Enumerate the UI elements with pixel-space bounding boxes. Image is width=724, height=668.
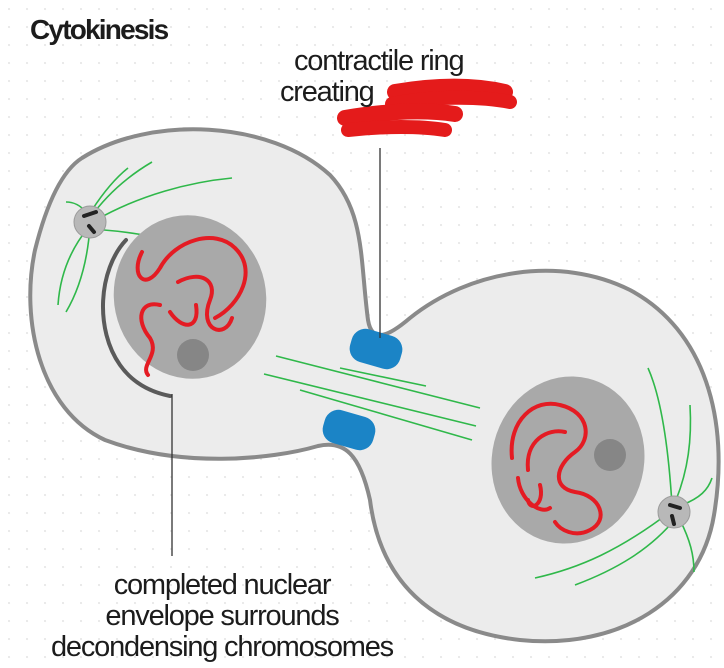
right-nucleolus: [594, 439, 626, 471]
left-nucleus: [100, 215, 267, 398]
dividing-cell: [28, 127, 721, 644]
nuclear-label-line3: decondensing chromosomes: [51, 631, 394, 663]
nuclear-label-line2: envelope surrounds: [105, 600, 339, 632]
right-centrosome: [657, 495, 691, 529]
red-scribble: [337, 78, 517, 137]
nuclear-label-line1: completed nuclear: [113, 569, 332, 601]
contractile-ring-label: contractile ring creating: [280, 45, 465, 108]
contractile-ring: [322, 328, 403, 451]
right-nucleus: [491, 376, 645, 544]
nuclear-envelope-label: completed nuclear envelope surrounds dec…: [22, 570, 422, 663]
contractile-ring-label-line2: creating: [280, 76, 375, 108]
left-nuclear-envelope-arc: [100, 238, 172, 398]
contractile-ring-bottom: [322, 409, 376, 451]
right-chromosomes: [509, 401, 603, 536]
midbody-spindle-fibers: [263, 355, 481, 441]
contractile-ring-top: [349, 328, 403, 370]
left-chromosomes: [135, 236, 248, 377]
contractile-ring-label-line1: contractile ring: [294, 45, 465, 77]
diagram-title: Cytokinesis: [30, 14, 169, 45]
left-centrosome: [73, 205, 107, 239]
left-nucleolus: [177, 339, 209, 371]
